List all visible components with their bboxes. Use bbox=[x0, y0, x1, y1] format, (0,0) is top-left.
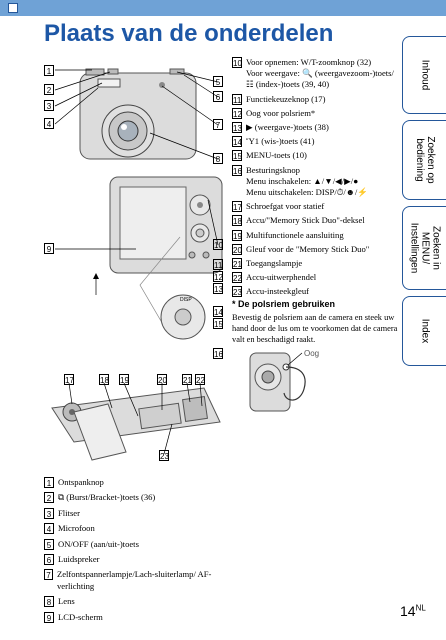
tab-zoeken-in-menu[interactable]: Zoeken in MENU/ Instellingen bbox=[402, 206, 446, 290]
callout-11: 11 bbox=[213, 259, 223, 270]
callout-5: 5 bbox=[213, 76, 223, 87]
callout-14: 14 bbox=[213, 306, 223, 317]
oog-label: Oog bbox=[304, 349, 320, 358]
wrist-strap-illustration bbox=[249, 352, 306, 412]
top-bar bbox=[0, 0, 446, 16]
page-number: 14NL bbox=[400, 603, 426, 619]
callout-21: 21 bbox=[182, 374, 192, 385]
list-item: 2⧉ (Burst/Bracket-)toets (36) bbox=[44, 492, 224, 504]
callout-13: 13 bbox=[213, 283, 223, 294]
callout-19: 19 bbox=[119, 374, 129, 385]
camera-front-illustration bbox=[54, 68, 219, 160]
callout-20: 20 bbox=[157, 374, 167, 385]
callout-18: 18 bbox=[99, 374, 109, 385]
svg-text:DISP: DISP bbox=[180, 297, 192, 303]
tab-zoeken-op-bediening[interactable]: Zoeken op bediening bbox=[402, 120, 446, 200]
page-suffix: NL bbox=[415, 603, 426, 613]
callout-10: 10 bbox=[213, 239, 223, 250]
callout-9: 9 bbox=[44, 243, 54, 254]
callout-7: 7 bbox=[213, 119, 223, 130]
list-item: Voor weergave: 🔍 (weergavezoom-)toets/ bbox=[246, 68, 394, 79]
callout-17: 17 bbox=[64, 374, 74, 385]
camera-back-illustration: DISP bbox=[55, 176, 223, 340]
callout-1: 1 bbox=[44, 65, 54, 76]
tip-text: Bevestig de polsriem aan de camera en st… bbox=[232, 313, 398, 344]
callout-3: 3 bbox=[44, 100, 54, 111]
list-item: ☷ (index-)toets (39, 40) bbox=[246, 79, 330, 90]
callout-12: 12 bbox=[213, 271, 223, 282]
list-item: Menu uitschakelen: DISP/⏱/☻/⚡ bbox=[246, 187, 368, 198]
callout-2: 2 bbox=[44, 84, 54, 95]
callout-16: 16 bbox=[213, 348, 223, 359]
callout-4: 4 bbox=[44, 118, 54, 129]
tab-inhoud[interactable]: Inhoud bbox=[402, 36, 446, 114]
callout-23: 23 bbox=[159, 450, 169, 461]
camera-bottom-illustration bbox=[51, 382, 221, 461]
callout-8: 8 bbox=[213, 153, 223, 164]
callout-6: 6 bbox=[213, 91, 223, 102]
list-item: Menu inschakelen: ▲/▼/◀/▶/● bbox=[246, 175, 359, 186]
list-item: 13▶ (weergave-)toets (38) bbox=[232, 122, 329, 134]
top-bar-square-icon bbox=[8, 3, 18, 13]
tip-title: * De polsriem gebruiken bbox=[232, 299, 336, 309]
page-title: Plaats van de onderdelen bbox=[44, 20, 334, 47]
tab-index[interactable]: Index bbox=[402, 296, 446, 366]
callout-22: 22 bbox=[195, 374, 205, 385]
callout-15: 15 bbox=[213, 318, 223, 329]
